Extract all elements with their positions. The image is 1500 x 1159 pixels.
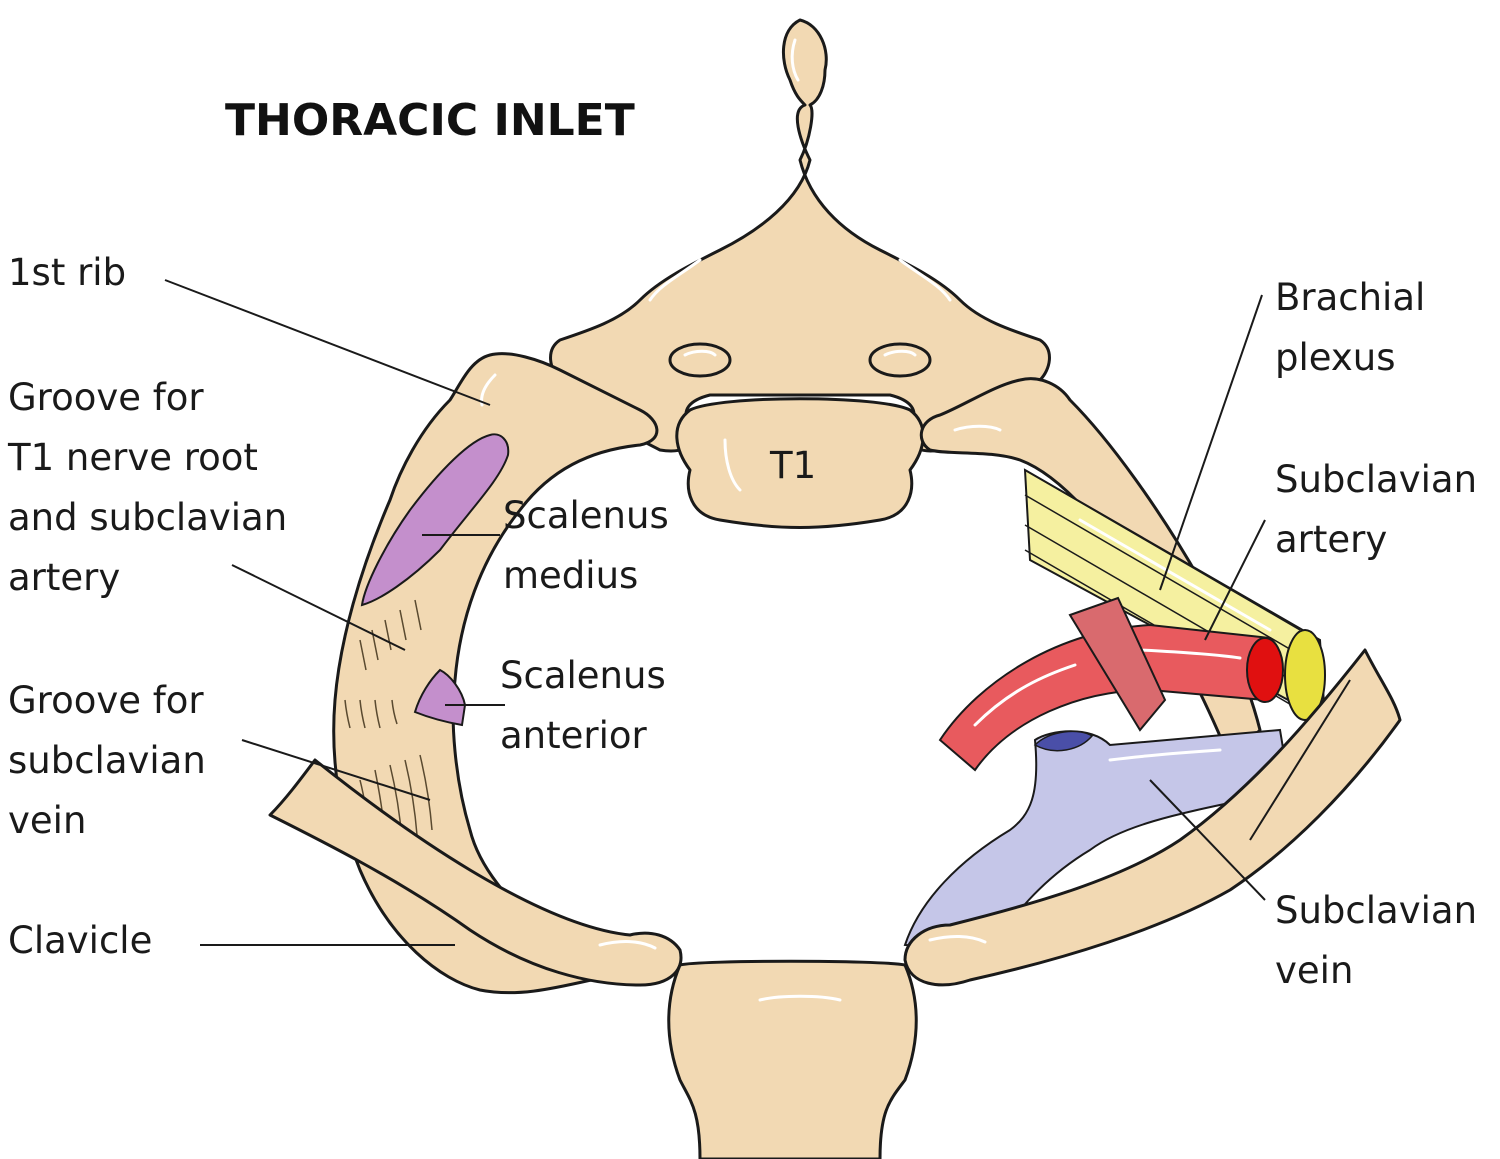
t1-vertebral-body: T1 xyxy=(675,397,925,529)
label-subclavian-artery: Subclavian artery xyxy=(1275,458,1477,561)
svg-text:Scalenus: Scalenus xyxy=(500,654,666,697)
manubrium xyxy=(667,959,918,1159)
svg-text:subclavian: subclavian xyxy=(8,739,206,782)
t1-vertebra-arch xyxy=(549,18,1051,453)
svg-text:Scalenus: Scalenus xyxy=(503,494,669,537)
label-brachial-plexus: Brachial plexus xyxy=(1275,276,1425,379)
svg-text:vein: vein xyxy=(1275,949,1353,992)
leader-lines xyxy=(164,279,1266,946)
svg-text:artery: artery xyxy=(8,556,120,599)
scalenus-medius-muscle xyxy=(360,433,510,607)
label-groove-vein: Groove for subclavian vein xyxy=(8,679,206,842)
svg-text:Subclavian: Subclavian xyxy=(1275,458,1477,501)
scalenus-anterior-right xyxy=(1068,596,1167,732)
subclavian-artery xyxy=(938,623,1284,772)
svg-text:vein: vein xyxy=(8,799,86,842)
scalenus-anterior-muscle xyxy=(413,668,467,727)
subclavian-vein xyxy=(903,728,1292,952)
label-scalenus-medius: Scalenus medius xyxy=(503,494,669,597)
svg-text:medius: medius xyxy=(503,554,638,597)
left-clavicle xyxy=(268,758,683,987)
svg-text:Clavicle: Clavicle xyxy=(8,919,152,962)
label-scalenus-anterior: Scalenus anterior xyxy=(500,654,666,757)
svg-text:anterior: anterior xyxy=(500,714,648,757)
svg-text:Brachial: Brachial xyxy=(1275,276,1425,319)
svg-text:Groove for: Groove for xyxy=(8,376,204,419)
svg-text:T1 nerve root: T1 nerve root xyxy=(7,436,258,479)
right-clavicle xyxy=(903,648,1402,987)
svg-text:1st rib: 1st rib xyxy=(8,251,126,294)
label-first-rib: 1st rib xyxy=(8,251,126,294)
svg-text:and subclavian: and subclavian xyxy=(8,496,287,539)
label-subclavian-vein: Subclavian vein xyxy=(1275,889,1477,992)
svg-text:Groove for: Groove for xyxy=(8,679,204,722)
label-groove-t1: Groove for T1 nerve root and subclavian … xyxy=(7,376,287,599)
svg-text:Subclavian: Subclavian xyxy=(1275,889,1477,932)
diagram-title: THORACIC INLET xyxy=(225,95,635,146)
label-t1: T1 xyxy=(769,444,816,487)
label-clavicle: Clavicle xyxy=(8,919,152,962)
svg-text:artery: artery xyxy=(1275,518,1387,561)
svg-text:plexus: plexus xyxy=(1275,336,1396,379)
